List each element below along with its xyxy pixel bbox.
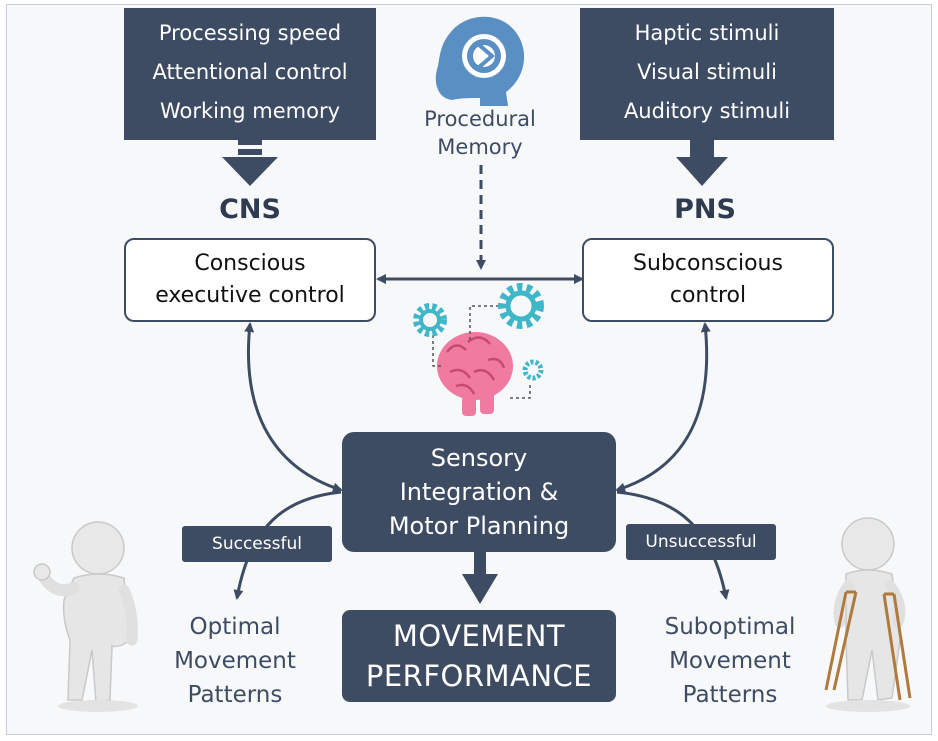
cns-inputs-box: Processing speed Attentional control Wor… (124, 8, 376, 140)
movement-performance-line: PERFORMANCE (365, 659, 593, 693)
sensory-integration-line: Sensory (430, 444, 528, 472)
pns-center-arrow (615, 322, 711, 493)
unsuccessful-tag: Unsuccessful (626, 524, 776, 560)
conscious-control-line: executive control (155, 283, 345, 308)
cns-input-arrow (222, 139, 278, 186)
optimal-patterns-line: Patterns (187, 682, 283, 708)
procedural-memory-line: Memory (437, 135, 523, 159)
optimal-patterns-line: Movement (174, 648, 296, 674)
cns-input-item: Attentional control (152, 59, 348, 84)
pns-input-item: Haptic stimuli (634, 21, 780, 46)
gear-icon (413, 283, 544, 399)
pns-heading: PNS (674, 194, 736, 225)
procedural-memory-label: Procedural Memory (410, 105, 550, 161)
sensory-integration-box: Sensory Integration & Motor Planning (342, 432, 616, 552)
procedural-memory-line: Procedural (424, 107, 536, 131)
movement-performance-line: MOVEMENT (392, 619, 566, 653)
pns-input-item: Auditory stimuli (623, 98, 791, 123)
suboptimal-patterns-line: Patterns (682, 682, 778, 708)
optimal-patterns-line: Optimal (189, 614, 281, 640)
sensory-integration-line: Motor Planning (388, 512, 570, 540)
successful-tag: Successful (182, 526, 332, 562)
head-gear-icon (435, 16, 525, 106)
suboptimal-patterns-label: Suboptimal Movement Patterns (630, 610, 830, 712)
pns-input-item: Visual stimuli (637, 59, 777, 84)
suboptimal-patterns-line: Movement (669, 648, 791, 674)
cns-heading: CNS (219, 194, 281, 225)
cns-center-arrow (244, 322, 343, 493)
pns-inputs-box: Haptic stimuli Visual stimuli Auditory s… (580, 8, 834, 140)
suboptimal-patterns-line: Suboptimal (664, 614, 796, 640)
figure-ok-icon (33, 521, 138, 712)
conscious-control-box: Conscious executive control (124, 238, 376, 322)
subconscious-control-box: Subconscious control (582, 238, 834, 322)
brain-icon (437, 332, 513, 416)
unsuccessful-arrow (616, 490, 730, 600)
subconscious-control-line: Subconscious (633, 251, 783, 276)
pns-input-arrow (676, 139, 728, 186)
optimal-patterns-label: Optimal Movement Patterns (140, 610, 330, 712)
subconscious-control-line: control (669, 283, 747, 308)
cns-input-item: Working memory (159, 98, 341, 123)
conscious-control-line: Conscious (194, 251, 306, 276)
sensory-integration-line: Integration & (399, 478, 559, 506)
performance-arrow (462, 552, 498, 604)
figure-crutches-icon (824, 517, 912, 712)
cns-input-item: Processing speed (158, 21, 342, 46)
successful-arrow (233, 490, 342, 600)
movement-performance-box: MOVEMENT PERFORMANCE (342, 610, 616, 702)
